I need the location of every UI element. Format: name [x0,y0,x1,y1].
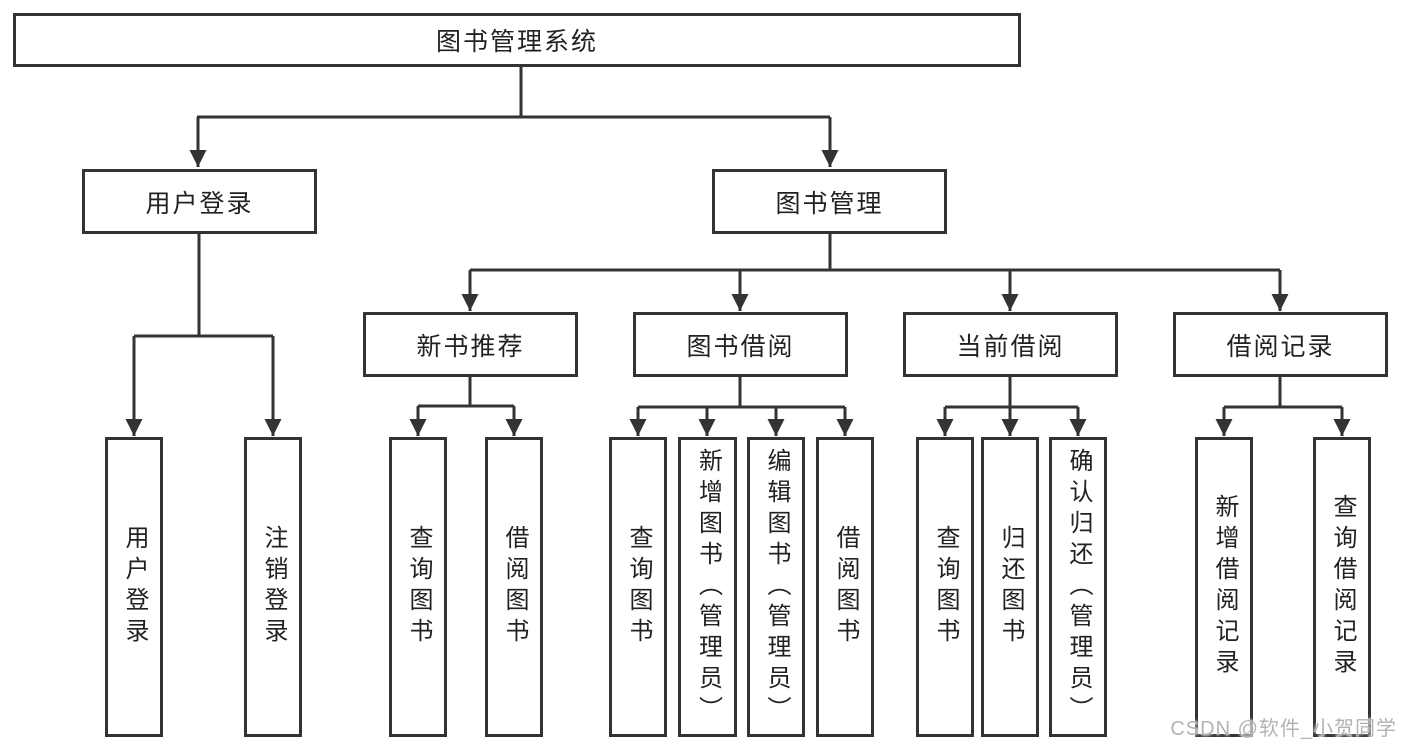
leaf-nb-query-books: 查询图书 [389,437,447,737]
leaf-user-login: 用户登录 [105,437,163,737]
node-book-management: 图书管理 [712,169,947,234]
node-borrow-records: 借阅记录 [1173,312,1388,377]
leaf-br-query-record: 查询借阅记录 [1313,437,1371,737]
leaf-bb-query-books: 查询图书 [609,437,667,737]
leaf-logout: 注销登录 [244,437,302,737]
leaf-nb-borrow-books: 借阅图书 [485,437,543,737]
node-current-borrowing: 当前借阅 [903,312,1118,377]
leaf-cb-return-books: 归还图书 [981,437,1039,737]
node-library-system: 图书管理系统 [13,13,1021,67]
leaf-bb-borrow-books: 借阅图书 [816,437,874,737]
node-book-borrowing: 图书借阅 [633,312,848,377]
leaf-cb-confirm-return-admin: 确认归还（管理员） [1049,437,1107,737]
leaf-cb-query-books: 查询图书 [916,437,974,737]
leaf-bb-add-books-admin: 新增图书（管理员） [678,437,737,737]
node-user-login: 用户登录 [82,169,317,234]
watermark: CSDN @软件_小贺同学 [1170,718,1397,740]
leaf-bb-edit-books-admin: 编辑图书（管理员） [747,437,805,737]
node-new-book-recommend: 新书推荐 [363,312,578,377]
leaf-br-add-record: 新增借阅记录 [1195,437,1253,737]
